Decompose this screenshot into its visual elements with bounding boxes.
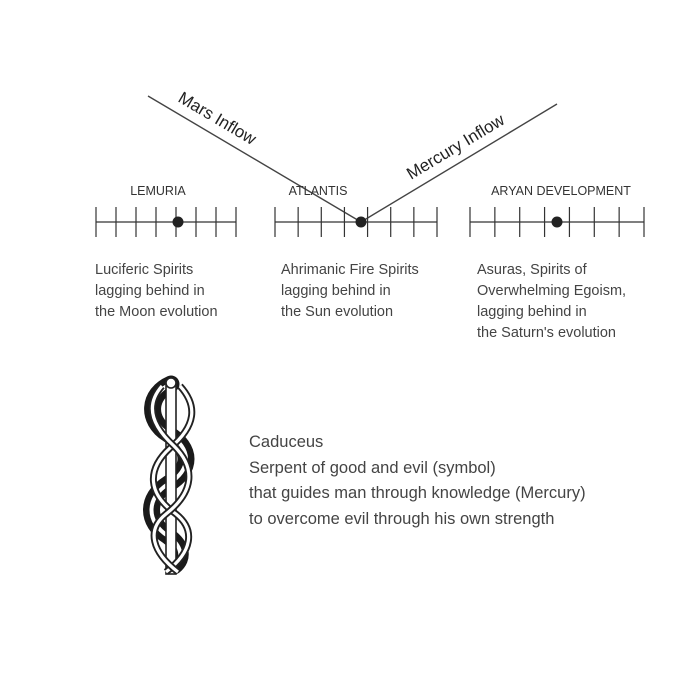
caduceus-line: to overcome evil through his own strengt… — [249, 509, 555, 528]
caduceus-icon — [143, 375, 196, 575]
mercury-inflow-line — [360, 103, 558, 223]
desc-line: lagging behind in — [477, 304, 587, 320]
scale-aryan-development — [469, 207, 645, 237]
desc-line: Ahrimanic Fire Spirits — [281, 262, 419, 278]
scale-marker-dot — [551, 216, 563, 228]
caduceus-line: that guides man through knowledge (Mercu… — [249, 484, 586, 502]
desc-line: the Saturn's evolution — [477, 325, 616, 341]
desc-aryan-development: Asuras, Spirits of Overwhelming Egoism, … — [477, 260, 626, 344]
desc-line: the Moon evolution — [95, 304, 218, 320]
period-label-atlantis: ATLANTIS — [289, 184, 348, 198]
caduceus-caption: Caduceus Serpent of good and evil (symbo… — [249, 430, 586, 532]
desc-line: Luciferic Spirits — [95, 262, 194, 278]
mars-inflow-line — [147, 95, 362, 223]
scale-marker-dot — [172, 216, 184, 228]
desc-line: Overwhelming Egoism, — [477, 283, 627, 299]
mars-inflow-label: Mars Inflow — [175, 88, 260, 149]
period-label-aryan-development: ARYAN DEVELOPMENT — [491, 184, 631, 198]
caduceus-title: Caduceus — [249, 433, 324, 451]
desc-atlantis: Ahrimanic Fire Spirits lagging behind in… — [281, 260, 419, 323]
mercury-inflow-label: Mercury Inflow — [403, 110, 508, 184]
desc-line: the Sun evolution — [281, 304, 394, 320]
desc-line: lagging behind in — [95, 283, 205, 299]
scale-marker-dot — [355, 216, 367, 228]
desc-lemuria: Luciferic Spirits lagging behind in the … — [95, 260, 218, 323]
period-label-lemuria: LEMURIA — [130, 184, 186, 198]
desc-line: lagging behind in — [281, 283, 391, 299]
scale-atlantis — [274, 207, 438, 237]
caduceus-line: Serpent of good and evil (symbol) — [249, 458, 496, 477]
scale-lemuria — [95, 207, 237, 237]
desc-line: Asuras, Spirits of — [477, 262, 587, 278]
